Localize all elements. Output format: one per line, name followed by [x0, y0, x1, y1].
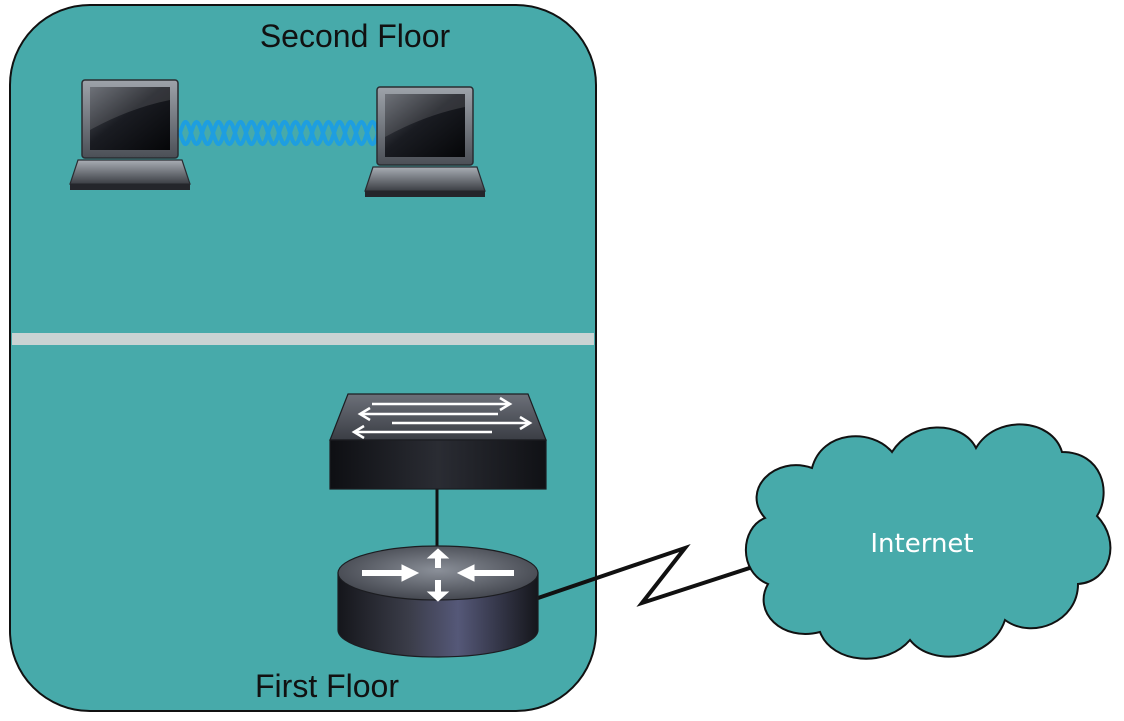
laptop-right-screen	[385, 94, 465, 157]
cloud-icon[interactable]: Internet	[745, 423, 1112, 660]
laptop-left-icon[interactable]	[69, 79, 191, 190]
wireless-wave-strand-b	[178, 119, 380, 147]
laptop-right-icon[interactable]	[364, 86, 486, 197]
switch-arrows	[351, 396, 533, 440]
switch-icon[interactable]	[329, 393, 547, 490]
laptop-right-base	[364, 166, 486, 192]
router-internet-serial-link	[537, 543, 769, 607]
first-floor-label: First Floor	[255, 668, 399, 704]
switch-front	[329, 439, 547, 490]
second-floor-label: Second Floor	[260, 18, 451, 54]
router-icon[interactable]	[337, 545, 539, 658]
wireless-wave-icon	[178, 119, 380, 147]
laptop-right-screen-glare	[385, 94, 465, 137]
laptop-right-base-edge	[365, 191, 485, 197]
internet-cloud	[745, 423, 1112, 660]
floor-divider	[12, 333, 594, 345]
laptop-left-base	[69, 159, 191, 185]
laptop-left-base-edge	[70, 184, 190, 190]
router-arrows	[362, 548, 514, 602]
laptop-left-screen-glare	[90, 87, 170, 130]
internet-label: Internet	[870, 529, 973, 559]
laptop-left-screen	[90, 87, 170, 150]
